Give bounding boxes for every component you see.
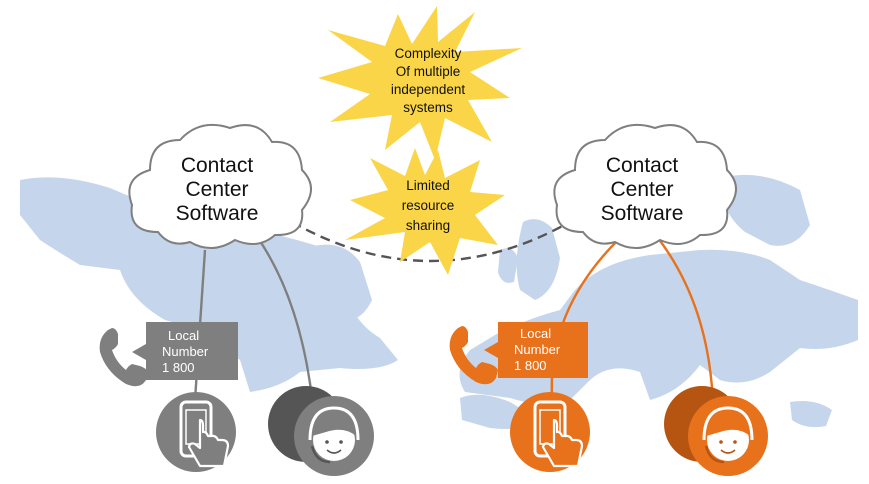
burst-top-line-3: independent bbox=[391, 82, 466, 97]
map-landmass-west-coast bbox=[300, 244, 372, 320]
burst-limited-sharing: Limited resource sharing bbox=[345, 148, 505, 275]
cloud-icon: Contact Center Software bbox=[128, 124, 312, 249]
agent-headset-left bbox=[308, 406, 360, 441]
burst-bottom-line-2: resource bbox=[402, 198, 455, 213]
agent-eye-right-a bbox=[719, 440, 723, 444]
agent-smile-right bbox=[720, 449, 736, 454]
headset-agent-icon bbox=[664, 386, 768, 476]
phone-handset-right bbox=[449, 326, 498, 385]
map-island-ireland bbox=[498, 248, 518, 283]
cloud-left-line-2: Center bbox=[185, 178, 248, 201]
agent-eye-left-b bbox=[339, 440, 343, 444]
dashed-link bbox=[291, 220, 571, 263]
agent-hair-left bbox=[312, 415, 356, 436]
touch-phone-icon bbox=[156, 392, 236, 472]
burst-top-line-2: Of multiple bbox=[396, 64, 461, 79]
cloud-right-line-2: Center bbox=[610, 178, 673, 201]
burst-shape-top bbox=[318, 6, 522, 160]
number-box-right-line-3: 1 800 bbox=[514, 358, 547, 373]
agent-hair-right bbox=[706, 415, 750, 436]
phone-icon bbox=[449, 326, 498, 385]
map-scandinavia bbox=[720, 174, 810, 246]
phone-icon bbox=[99, 328, 148, 387]
touch-hand-right bbox=[541, 418, 584, 468]
cloud-shape-left bbox=[128, 124, 312, 249]
cloud-left-line-1: Contact bbox=[181, 154, 254, 177]
touch-phone-icon bbox=[510, 392, 590, 472]
map-landmass-west bbox=[20, 177, 398, 392]
number-box-right: Local Number 1 800 bbox=[484, 322, 588, 378]
map-island-east bbox=[790, 401, 832, 428]
agent-headset-right bbox=[702, 406, 754, 441]
number-box-left-line-1: Local bbox=[168, 328, 199, 343]
number-box-left-line-3: 1 800 bbox=[162, 360, 195, 375]
agent-mic-right bbox=[704, 445, 725, 464]
phone-handset-left bbox=[99, 328, 148, 387]
burst-top-line-1: Complexity bbox=[395, 46, 462, 61]
burst-complexity: Complexity Of multiple independent syste… bbox=[318, 6, 522, 160]
cloud-left-line-3: Software bbox=[176, 202, 259, 225]
left-link-agent bbox=[257, 237, 314, 399]
agent-eye-left-a bbox=[325, 440, 329, 444]
number-box-right-line-1: Local bbox=[520, 326, 551, 341]
number-box-left: Local Number 1 800 bbox=[132, 322, 238, 380]
cloud-shape-right bbox=[553, 124, 737, 249]
burst-shape-bottom bbox=[345, 148, 505, 275]
number-box-left-line-2: Number bbox=[162, 344, 209, 359]
number-box-shape-left bbox=[132, 322, 238, 380]
cloud-icon: Contact Center Software bbox=[553, 124, 737, 249]
burst-bottom-line-3: sharing bbox=[406, 218, 450, 233]
burst-top-line-4: systems bbox=[403, 100, 453, 115]
headset-agent-icon bbox=[268, 386, 374, 476]
map-island-uk bbox=[516, 219, 560, 300]
cloud-right-line-3: Software bbox=[601, 202, 684, 225]
agent-eye-right-b bbox=[733, 440, 737, 444]
agent-mic-left bbox=[310, 445, 331, 464]
burst-bottom-line-1: Limited bbox=[406, 178, 450, 193]
agent-smile-left bbox=[326, 449, 342, 454]
cloud-right-line-1: Contact bbox=[606, 154, 679, 177]
touch-hand-left bbox=[187, 418, 230, 468]
number-box-right-line-2: Number bbox=[514, 342, 561, 357]
right-link-agent bbox=[657, 237, 714, 389]
number-box-shape-right bbox=[484, 322, 588, 378]
